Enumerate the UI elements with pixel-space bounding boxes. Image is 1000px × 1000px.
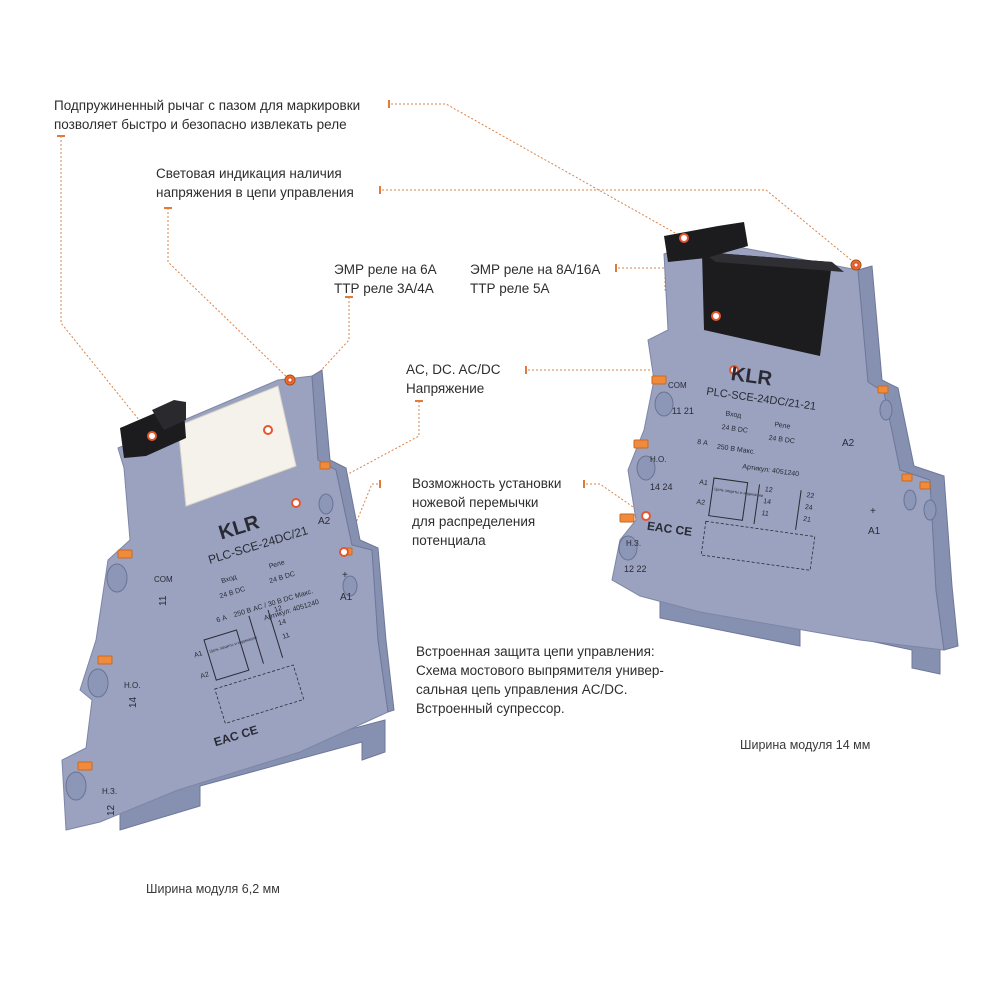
callout-emr6-line1: ЭМР реле на 6А xyxy=(334,262,437,277)
callout-protection-line1: Встроенная защита цепи управления: xyxy=(416,644,655,659)
marks-large: EAC CE xyxy=(646,519,693,539)
term-com-large: COM xyxy=(668,381,687,390)
pin-24-large: 24 xyxy=(804,504,813,512)
callout-led-line1: Световая индикация наличия xyxy=(156,166,342,181)
callout-bridge-line4: потенциала xyxy=(412,533,486,548)
term-12-22-large: 12 22 xyxy=(624,564,647,574)
term-plus-small: + xyxy=(342,570,348,581)
input-label-small: Вход xyxy=(220,574,237,585)
term-com-small: COM xyxy=(154,575,173,584)
callout-lever-line2: позволяет быстро и безопасно извлекать р… xyxy=(54,117,347,132)
rating-current-large: 8 А xyxy=(697,439,709,447)
callout-protection-line3: сальная цепь управления AC/DC. xyxy=(416,682,628,697)
relay-module-large: KLR PLC-SCE-24DC/21-21 Вход 24 В DC Реле… xyxy=(611,222,959,675)
caption-width-62: Ширина модуля 6,2 мм xyxy=(146,882,280,896)
term-no-small: Н.О. xyxy=(124,681,140,690)
callout-emr6-line2: ТТР реле 3А/4А xyxy=(334,281,434,296)
pin-11-large: 11 xyxy=(761,510,769,518)
callout-bridge: Возможность установки ножевой перемычки … xyxy=(412,474,561,550)
term-14-24-large: 14 24 xyxy=(650,482,673,492)
callout-voltage-line2: Напряжение xyxy=(406,381,485,396)
relay-module-small: KLR PLC-SCE-24DC/21 Вход 24 В DC Реле 24… xyxy=(61,369,395,831)
term-12-small: 12 xyxy=(106,804,117,816)
callout-protection-line4: Встроенный супрессор. xyxy=(416,701,565,716)
callout-lever: Подпружиненный рычаг с пазом для маркиро… xyxy=(54,96,360,134)
term-nc-small: Н.З. xyxy=(102,787,117,796)
callout-emr6: ЭМР реле на 6А ТТР реле 3А/4А xyxy=(334,260,437,298)
rating-current-small: 6 А xyxy=(216,614,228,624)
term-nc-large: Н.З. xyxy=(626,539,641,548)
pin-a1-small: A1 xyxy=(193,650,203,659)
circuit-label-large: Цепь защиты и индикации xyxy=(714,486,763,498)
callout-emr8: ЭМР реле на 8А/16А ТТР реле 5А xyxy=(470,260,600,298)
input-value-large: 24 В DC xyxy=(721,424,748,435)
relay-value-large: 24 В DC xyxy=(768,435,795,446)
callout-lever-line1: Подпружиненный рычаг с пазом для маркиро… xyxy=(54,98,361,113)
callout-voltage: AC, DC. AC/DC Напряжение xyxy=(406,360,501,398)
term-a2-large: A2 xyxy=(842,438,855,449)
pin-12-large: 12 xyxy=(764,486,773,494)
pin-a2-small: A2 xyxy=(200,671,210,680)
pin-11-small: 11 xyxy=(282,632,291,641)
callout-bridge-line1: Возможность установки xyxy=(412,476,562,491)
pin-14-large: 14 xyxy=(763,498,772,506)
callout-voltage-line1: AC, DC. AC/DC xyxy=(406,362,501,377)
relay-label-large: Реле xyxy=(774,421,791,430)
pin-a2-large: A2 xyxy=(696,499,706,507)
pin-12-small: 12 xyxy=(273,605,283,614)
callout-emr8-line2: ТТР реле 5А xyxy=(470,281,550,296)
callout-led: Световая индикация наличия напряжения в … xyxy=(156,164,354,202)
pin-21-large: 21 xyxy=(803,516,812,524)
term-14-small: 14 xyxy=(128,696,139,708)
pin-22-large: 22 xyxy=(806,492,815,500)
relay-label-small: Реле xyxy=(268,559,285,570)
term-a1-small: A1 xyxy=(340,592,353,603)
term-plus-large: + xyxy=(870,506,876,517)
callout-led-line2: напряжения в цепи управления xyxy=(156,185,354,200)
term-11-small: 11 xyxy=(158,595,169,606)
pin-a1-large: A1 xyxy=(699,479,709,487)
callout-bridge-line3: для распределения xyxy=(412,514,536,529)
caption-width-14: Ширина модуля 14 мм xyxy=(740,738,871,752)
term-11-21-large: 11 21 xyxy=(672,406,694,416)
callout-protection-line2: Схема мостового выпрямителя универ- xyxy=(416,663,664,678)
term-a1-large: A1 xyxy=(868,526,881,537)
callout-emr8-line1: ЭМР реле на 8А/16А xyxy=(470,262,601,277)
callout-protection: Встроенная защита цепи управления: Схема… xyxy=(416,642,664,718)
term-a2-small: A2 xyxy=(318,516,331,527)
term-no-large: Н.О. xyxy=(650,455,666,464)
input-label-large: Вход xyxy=(725,411,742,420)
pin-14-small: 14 xyxy=(278,618,288,627)
callout-bridge-line2: ножевой перемычки xyxy=(412,495,539,510)
schematic-large: Цепь защиты и индикации A1 A2 12 14 11 2… xyxy=(696,477,816,571)
